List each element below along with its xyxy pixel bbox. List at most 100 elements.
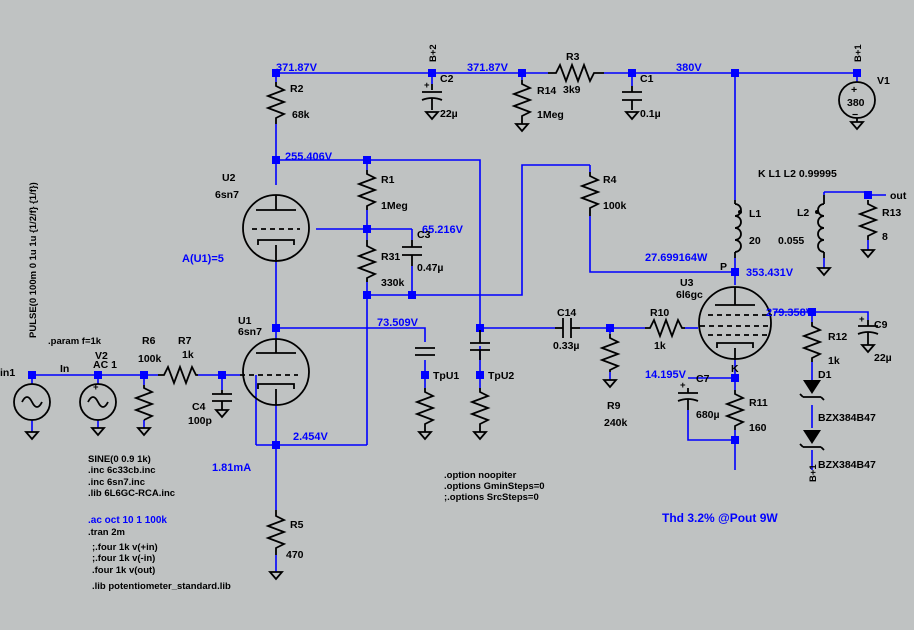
svg-text:+: + [859,314,865,325]
r5-body [265,510,287,555]
comp-name: R5 [290,519,304,531]
node-label: 27.699164W [645,252,708,264]
node-label: P [720,261,727,273]
comp-name: R1 [381,174,395,186]
param-directive: .param f=1k [48,336,102,347]
comp-value: 8 [882,231,888,243]
comp-name: C2 [440,73,454,85]
tpu2-cap [470,330,490,360]
node-label: B+1 [853,44,864,62]
node-label: 255.406V [285,151,333,163]
comp-name: C1 [640,73,654,85]
r13-body [857,200,879,240]
c7-symbol: + [677,380,699,410]
comp-name: in1 [0,367,15,379]
comp-value: 6sn7 [238,326,262,338]
c4-symbol [212,390,232,410]
comp-name: U2 [222,172,236,184]
comp-value: 470 [286,549,304,561]
option-directive: .options GminSteps=0 [444,481,545,492]
four-directive: ;.four 1k v(-in) [92,553,155,564]
comp-name: R2 [290,83,304,95]
capacitors: + + + [212,80,879,410]
node-label: 371.87V [467,62,509,74]
comp-name: R9 [607,400,621,412]
comp-value: 68k [292,109,310,121]
node-label: A(U1)=5 [182,253,224,265]
comp-value: 20 [749,235,761,247]
comp-name: U1 [238,315,252,327]
comp-value: 330k [381,277,405,289]
option-directive: ;.options SrcSteps=0 [444,492,539,503]
lib-directive: .lib 6L6GC-RCA.inc [88,488,175,499]
u2-tube [242,194,310,262]
comp-value: 0.055 [778,235,804,247]
comp-name: C7 [696,373,710,385]
v2-source: + [79,382,117,421]
tpu1-cap [415,347,435,356]
tpu2-load [469,388,491,432]
option-directive: .option noopiter [444,470,517,481]
svg-text:+: + [680,380,686,391]
c1-symbol [622,86,642,110]
comp-value: 1k [654,340,666,352]
r2-body [265,82,287,124]
comp-value: 0.47µ [417,262,444,274]
node-label: 73.509V [377,317,419,329]
in1-source [13,383,51,421]
comp-name: R12 [828,331,847,343]
u1-tube [240,338,310,406]
r11-body [724,390,746,430]
r12-body [801,322,823,362]
comp-value: 22µ [874,352,892,364]
comp-value: 240k [604,417,628,429]
node-label: In [60,363,69,375]
comp-value: 100k [603,200,627,212]
junction-dots [28,69,872,449]
comp-name: C3 [417,229,431,241]
inc-directive: .inc 6sn7.inc [88,477,145,488]
comp-name: R7 [178,335,192,347]
l1-inductor [734,200,742,258]
svg-text:+: + [851,84,857,96]
comp-name: V2 [95,350,108,362]
thd-label: Thd 3.2% @Pout 9W [662,511,778,525]
r4-body [579,172,601,216]
k-coupling: K L1 L2 0.99995 [758,168,837,180]
comp-name: V1 [877,75,890,87]
comp-name: R14 [537,85,556,97]
comp-value: 3k9 [563,84,581,96]
node-label: 2.454V [293,431,329,443]
comp-value: 1Meg [381,200,408,212]
comp-value: BZX384B47 [818,412,876,424]
comp-name: R3 [566,51,580,63]
d2-diode [799,430,825,451]
tran-directive: .tran 2m [88,527,125,538]
comp-value: 22µ [440,108,458,120]
node-voltage-labels: 371.87V 371.87V 380V 255.406V 65.216V 73… [60,44,907,525]
lib-directive: .lib potentiometer_standard.lib [92,581,231,592]
r3-body [548,62,604,84]
comp-name: C9 [874,319,888,331]
node-label: B+2 [428,44,439,62]
comp-value: 6l6gc [676,289,703,301]
node-label: 380V [676,62,702,74]
comp-value: 380 [847,97,865,109]
c14-symbol [555,318,580,338]
l2-inductor [815,195,825,258]
comp-name: TpU1 [433,370,459,382]
r14-body [511,80,533,124]
comp-value: AC 1 [93,359,117,371]
r31-body [356,240,378,282]
comp-value: 6sn7 [215,189,239,201]
d1-diode [799,380,825,401]
svg-text:+: + [93,382,99,393]
comp-name: R11 [749,397,768,409]
comp-value: 680µ [696,409,720,421]
node-label: 353.431V [746,267,794,279]
node-label: 1.81mA [212,462,251,474]
u3-tube [698,286,772,360]
comp-value: 1Meg [537,109,564,121]
comp-name: C14 [557,307,576,319]
